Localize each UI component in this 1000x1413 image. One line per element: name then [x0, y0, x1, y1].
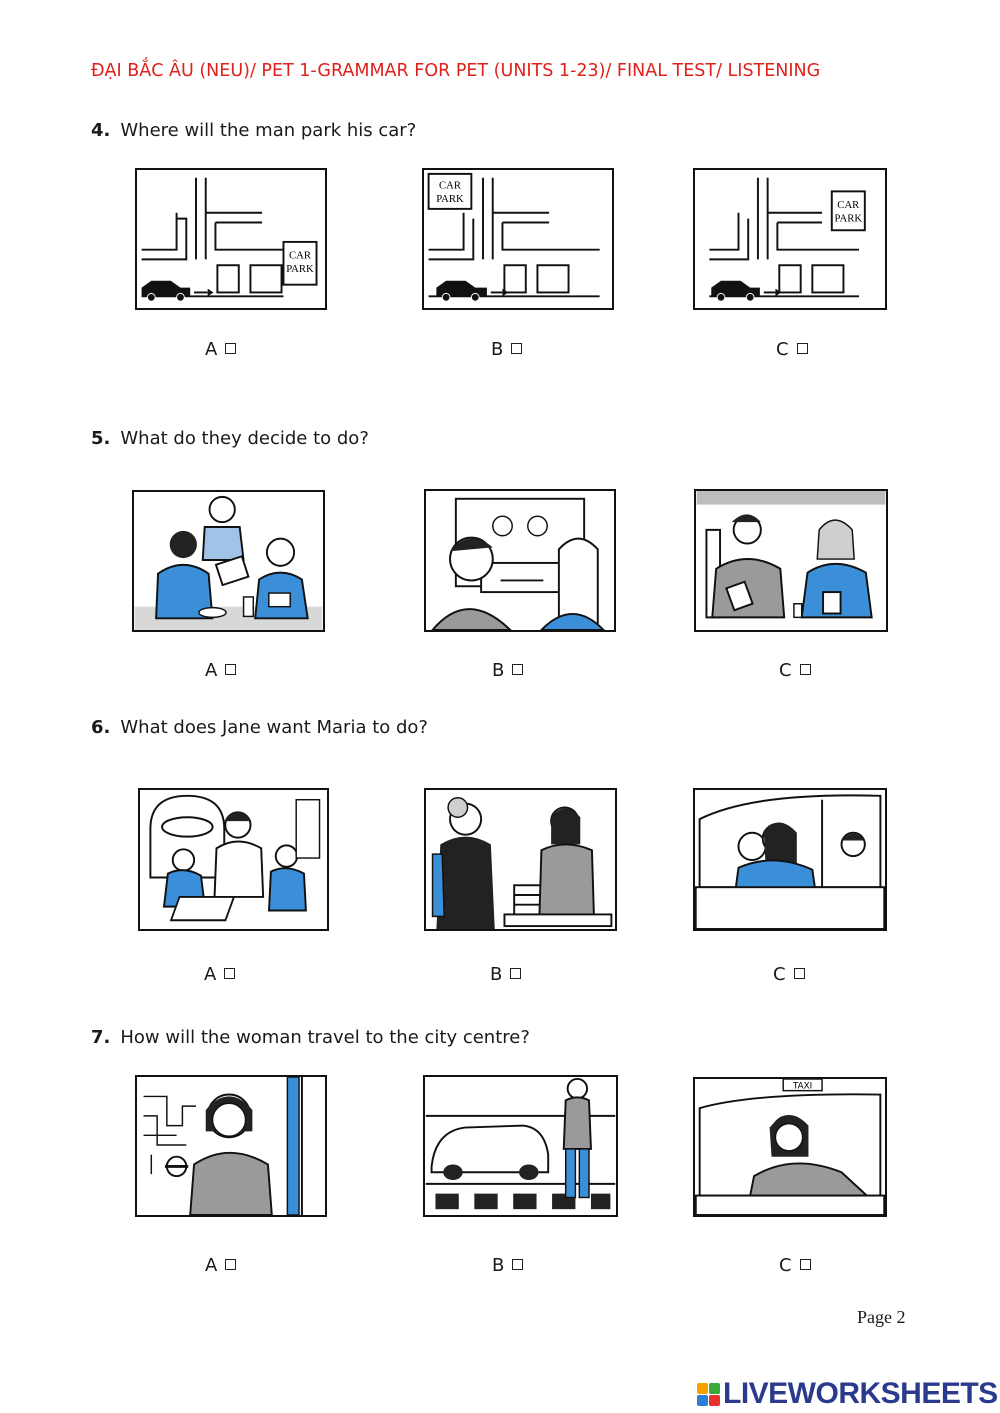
svg-text:CAR: CAR	[439, 179, 462, 191]
car-park-label: CAR	[289, 249, 312, 261]
map-option-a: CAR PARK	[135, 168, 327, 310]
checkbox[interactable]	[510, 968, 522, 979]
q5-option-a[interactable]: A	[205, 660, 237, 681]
question-7: 7.How will the woman travel to the city …	[91, 1027, 530, 1048]
page-number: Page 2	[857, 1307, 906, 1327]
checkbox[interactable]	[224, 968, 236, 979]
picture-cafe-menu	[132, 490, 325, 632]
map-option-c: CAR PARK	[693, 168, 887, 310]
question-number: 4.	[91, 120, 111, 141]
checkbox[interactable]	[799, 664, 811, 675]
picture-shop-counter	[424, 788, 617, 931]
q6-option-b[interactable]: B	[490, 964, 522, 985]
q4-option-c[interactable]: C	[776, 339, 808, 360]
checkbox[interactable]	[799, 1259, 811, 1270]
question-4: 4. Where will the man park his car?	[91, 120, 416, 141]
checkbox[interactable]	[511, 343, 523, 354]
question-5: 5.What do they decide to do?	[91, 428, 369, 449]
picture-underground	[135, 1075, 327, 1217]
map-illustration: CAR PARK	[427, 172, 600, 302]
map-illustration: CAR PARK	[141, 177, 318, 302]
logo-tile	[697, 1394, 708, 1406]
worksheet-header: ĐẠI BẮC ÂU (NEU)/ PET 1-GRAMMAR FOR PET …	[91, 61, 821, 81]
logo-tile	[709, 1382, 720, 1394]
svg-text:PARK: PARK	[835, 213, 863, 225]
q6-option-a[interactable]: A	[204, 964, 236, 985]
question-text: Where will the man park his car?	[120, 120, 417, 141]
checkbox[interactable]	[793, 968, 805, 979]
car-icon	[711, 280, 760, 302]
car-icon	[141, 280, 191, 302]
arrow-icon	[763, 288, 782, 297]
logo-tiles-icon	[697, 1382, 720, 1406]
svg-text:PARK: PARK	[286, 263, 314, 275]
checkbox[interactable]	[512, 1259, 524, 1270]
picture-cinema-screen	[424, 489, 616, 632]
logo-tile	[709, 1394, 720, 1406]
svg-text:CAR: CAR	[837, 199, 860, 211]
checkbox[interactable]	[225, 664, 237, 675]
checkbox[interactable]	[225, 343, 237, 354]
brand-name: LIVEWORKSHEETS	[723, 1377, 998, 1410]
checkbox[interactable]	[796, 343, 808, 354]
map-option-b: CAR PARK	[422, 168, 614, 310]
q4-option-a[interactable]: A	[205, 339, 237, 360]
picture-crossing-road	[423, 1075, 618, 1217]
question-6: 6.What does Jane want Maria to do?	[91, 717, 428, 738]
checkbox[interactable]	[512, 664, 524, 675]
picture-taxi: TAXI	[693, 1077, 887, 1217]
q4-option-b[interactable]: B	[491, 339, 523, 360]
q5-option-c[interactable]: C	[779, 660, 811, 681]
svg-text:PARK: PARK	[436, 193, 464, 205]
q6-option-c[interactable]: C	[773, 964, 805, 985]
logo-tile	[697, 1382, 708, 1394]
q7-option-a[interactable]: A	[205, 1255, 237, 1276]
car-icon	[436, 280, 487, 302]
arrow-icon	[194, 288, 214, 297]
q7-option-b[interactable]: B	[492, 1255, 524, 1276]
arrow-icon	[490, 288, 509, 297]
picture-babysitting	[138, 788, 329, 931]
checkbox[interactable]	[225, 1259, 237, 1270]
map-illustration: CAR PARK	[709, 177, 866, 302]
q7-option-c[interactable]: C	[779, 1255, 811, 1276]
picture-car-lift	[693, 788, 887, 931]
taxi-sign: TAXI	[792, 1082, 812, 1092]
picture-cinema-seats	[694, 489, 888, 632]
liveworksheets-logo[interactable]: LIVEWORKSHEETS	[697, 1376, 998, 1412]
q5-option-b[interactable]: B	[492, 660, 524, 681]
